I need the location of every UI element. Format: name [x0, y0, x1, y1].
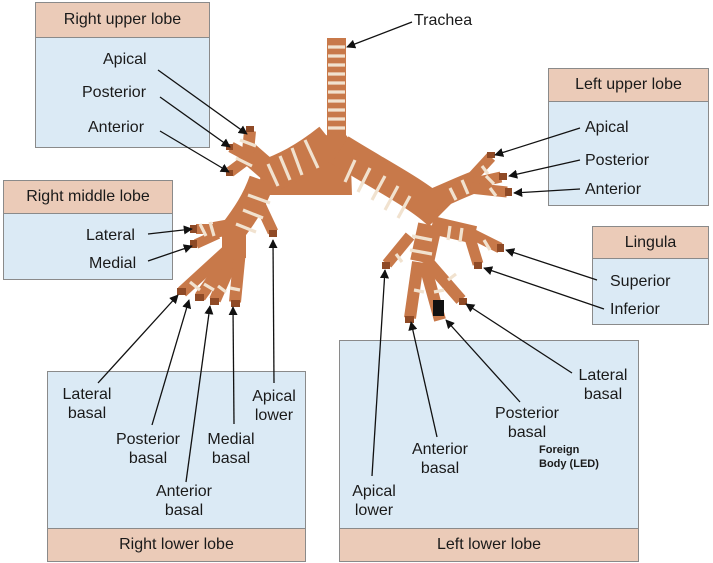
arrow-rml-medial: [147, 244, 193, 262]
left-upper-lobe-title: Left upper lobe: [548, 68, 709, 102]
rll-anterior-basal: [209, 249, 242, 303]
arrow-lll-apical-lower: [371, 269, 390, 477]
right-upper-lobe-box: [35, 37, 210, 148]
arrow-trachea: [346, 21, 413, 49]
rul-apical: [242, 130, 256, 153]
arrow-lingula-superior: [505, 248, 598, 281]
right-lower-lobe-title: Right lower lobe: [47, 528, 306, 562]
label-rml-lateral: Lateral: [86, 227, 135, 244]
arrow-lll-anterior-basal: [408, 321, 438, 438]
arrow-rll-medial-basal: [228, 306, 238, 425]
rul-posterior: [228, 142, 247, 159]
label-rml-medial: Medial: [89, 255, 137, 272]
arrow-lul-anterior: [513, 187, 581, 198]
arrow-rul-posterior: [159, 96, 231, 148]
arrow-lingula-inferior: [483, 266, 605, 310]
lll-apical-lower: [382, 232, 415, 268]
arrow-lll-posterior-basal: [445, 319, 521, 403]
lll-lateral-basal: [423, 258, 466, 304]
arrow-lul-apical: [494, 127, 581, 157]
left-lower-lobe-box: [339, 340, 639, 529]
foreign-body-marker: [433, 300, 444, 316]
right-middle-lobe-title: Right middle lobe: [3, 180, 173, 214]
left-upper-lobe-box: [548, 101, 709, 206]
arrow-lul-posterior: [508, 159, 581, 179]
label-rul-posterior: Posterior: [82, 84, 147, 101]
label-trachea: Trachea: [414, 12, 473, 29]
right-main-bronchus: [256, 126, 341, 195]
airway-tree: [177, 38, 512, 323]
rll-medial-basal: [229, 249, 246, 303]
label-rul-anterior: Anterior: [88, 119, 145, 136]
lingula-inferior: [464, 236, 484, 266]
arrow-rul-anterior: [159, 130, 230, 173]
label-lul-apical: Apical: [585, 119, 629, 136]
rul-stem: [237, 141, 276, 179]
lingula-title: Lingula: [592, 226, 709, 259]
rml-stem: [212, 218, 238, 238]
rll-lateral-basal: [177, 245, 233, 297]
left-lower-trunk: [410, 222, 442, 265]
lul-posterior: [468, 171, 503, 190]
right-upper-lobe-title: Right upper lobe: [35, 2, 210, 38]
lul-apical: [463, 153, 496, 186]
arrow-rll-posterior-basal: [151, 299, 192, 426]
arrow-rml-lateral: [147, 225, 193, 235]
label-rul-apical: Apical: [103, 51, 147, 68]
arrow-lll-lateral-basal: [465, 303, 573, 374]
right-apical-lower: [253, 197, 278, 235]
label-lul-posterior: Posterior: [585, 152, 650, 169]
lingula-stem: [429, 216, 478, 244]
left-lower-lobe-title: Left lower lobe: [339, 528, 639, 562]
arrow-rll-apical-lower: [268, 239, 278, 384]
arrow-rll-lateral-basal: [97, 294, 179, 384]
arrow-rll-anterior-basal: [185, 305, 214, 483]
label-lul-anterior: Anterior: [585, 181, 642, 198]
label-lingula-inferior: Inferior: [610, 301, 660, 318]
label-lingula-superior: Superior: [610, 273, 671, 290]
pointer-arrows: [97, 21, 605, 483]
lul-anterior: [469, 182, 508, 198]
arrow-rul-apical: [157, 69, 248, 135]
airway-branches: [177, 126, 508, 322]
cartilage-rings: [189, 45, 498, 294]
